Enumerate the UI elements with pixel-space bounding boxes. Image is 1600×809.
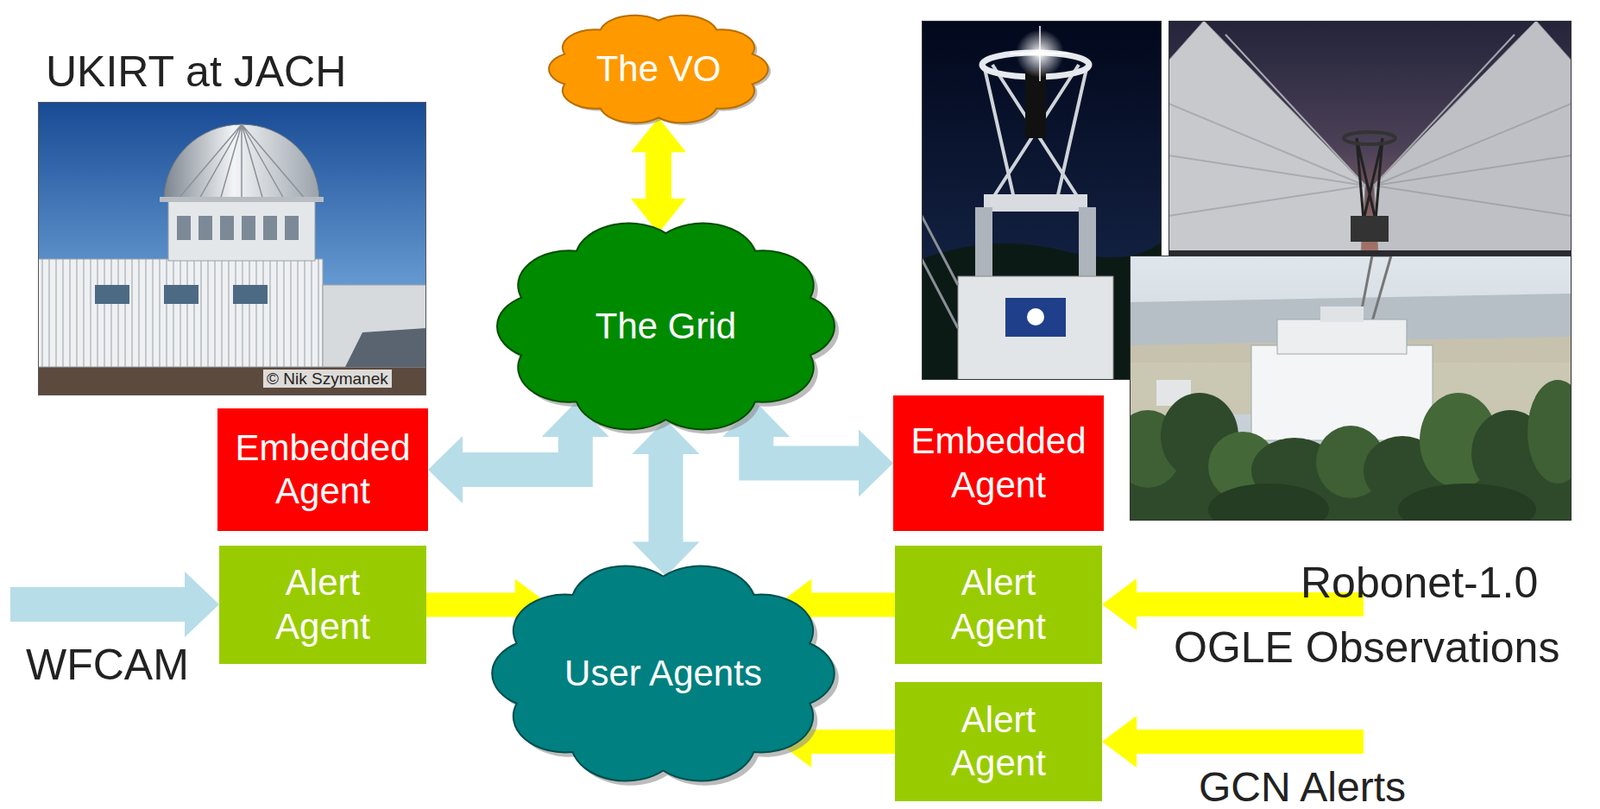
ukirt-photo [176,215,191,240]
aerial-photo [1129,255,1572,521]
node-label: Alert Agent [933,560,1064,649]
cloud-outline [497,223,835,430]
cloud-outline [491,566,835,782]
telescope-photo [1009,25,1071,82]
ukirt-photo [263,215,278,240]
domes-photo [1343,132,1396,145]
input-arrow [10,571,220,637]
cloud-outline [548,15,769,123]
ukirt-photo [322,284,427,367]
block-arrow [632,419,700,577]
telescope-photo [957,276,1114,380]
input-arrow [1102,578,1137,630]
domes-photo [1373,34,1572,216]
arrow-shaft [810,729,895,754]
input-arrow [1135,729,1364,754]
arrow-shaft [426,592,517,618]
aerial-photo [1129,255,1572,521]
aerial-photo [1130,256,1572,521]
aerial-photo [1251,345,1433,441]
agent-box: Alert Agent [894,545,1103,664]
domes-photo [1350,215,1389,242]
ukirt-photo [168,198,315,261]
telescope-photo [921,215,958,328]
arrow-head [428,435,463,504]
caption-label: GCN Alerts [1198,766,1406,808]
aerial-photo [1277,319,1407,354]
telescope-photo [1078,207,1097,285]
telescope-photo [921,241,1162,380]
photo-credit: © Nik Szymanek [263,369,392,388]
telescope-photo [975,207,993,285]
telescope-photo [1005,297,1066,337]
telescope-photo [983,194,1088,212]
block-arrow [630,117,687,234]
node-label: The VO [596,47,722,91]
telescope-photo [922,21,1162,380]
ukirt-photo [37,101,427,396]
input-arrow [10,586,186,622]
agent-box: Embedded Agent [217,408,429,531]
aerial-photo [1320,306,1364,322]
node-label: Alert Agent [933,698,1064,786]
node-label: Alert Agent [258,560,388,649]
ukirt-photo [345,327,427,367]
cloud-node: The VO [541,5,776,133]
ukirt-photo [284,215,299,240]
input-arrow [1102,715,1364,768]
domes-photo [1168,20,1572,281]
ukirt-photo [37,258,323,367]
ukirt-photo [38,102,427,396]
aerial-photo [1208,483,1330,521]
arrow-shaft [461,435,576,471]
aerial-photo [1527,379,1572,484]
cloud-node: The Grid [485,203,847,449]
input-arrow [1102,715,1137,768]
domes-photo [1169,21,1572,281]
ukirt-photo [163,284,199,304]
ukirt-photo [37,101,427,396]
arrow-shaft [810,592,895,618]
domes-photo [1168,34,1366,216]
node-label: User Agents [564,651,763,695]
ukirt-photo [233,284,268,304]
caption-label: Robonet-1.0 [1300,560,1538,605]
telescope-photo [983,64,1088,199]
node-label: The Grid [595,304,737,348]
telescope-photo [921,20,1162,380]
aerial-photo [1398,483,1537,521]
ukirt-photo [241,215,256,240]
cloud-node: User Agents [479,545,847,801]
arrow-head [858,429,894,498]
telescope-photo [1025,69,1046,139]
agent-box: Embedded Agent [893,395,1104,531]
domes-photo [1373,20,1572,281]
ukirt-photo [198,215,213,240]
ukirt-photo [94,284,130,304]
ukirt-photo [176,124,307,201]
ukirt-photo [159,196,324,202]
caption-label: UKIRT at JACH [45,50,347,94]
ukirt-photo [163,124,320,201]
arrow-shaft [648,452,684,543]
ukirt-photo [220,215,234,240]
caption-label: OGLE Observations [1173,625,1560,669]
input-arrow [184,571,220,637]
telescope-photo [1026,308,1045,326]
domes-photo [1168,20,1572,281]
agent-box: Alert Agent [219,545,427,664]
node-label: Embedded Agent [229,426,416,514]
domes-photo [1168,20,1366,281]
telescope-photo [921,20,1162,380]
block-arrow [428,402,610,504]
node-label: Embedded Agent [905,419,1092,507]
arrow-shaft [755,435,860,464]
domes-photo [1356,138,1383,221]
agent-box: Alert Agent [894,681,1103,801]
caption-label: WFCAM [25,642,189,687]
arrow-shaft [645,151,672,201]
